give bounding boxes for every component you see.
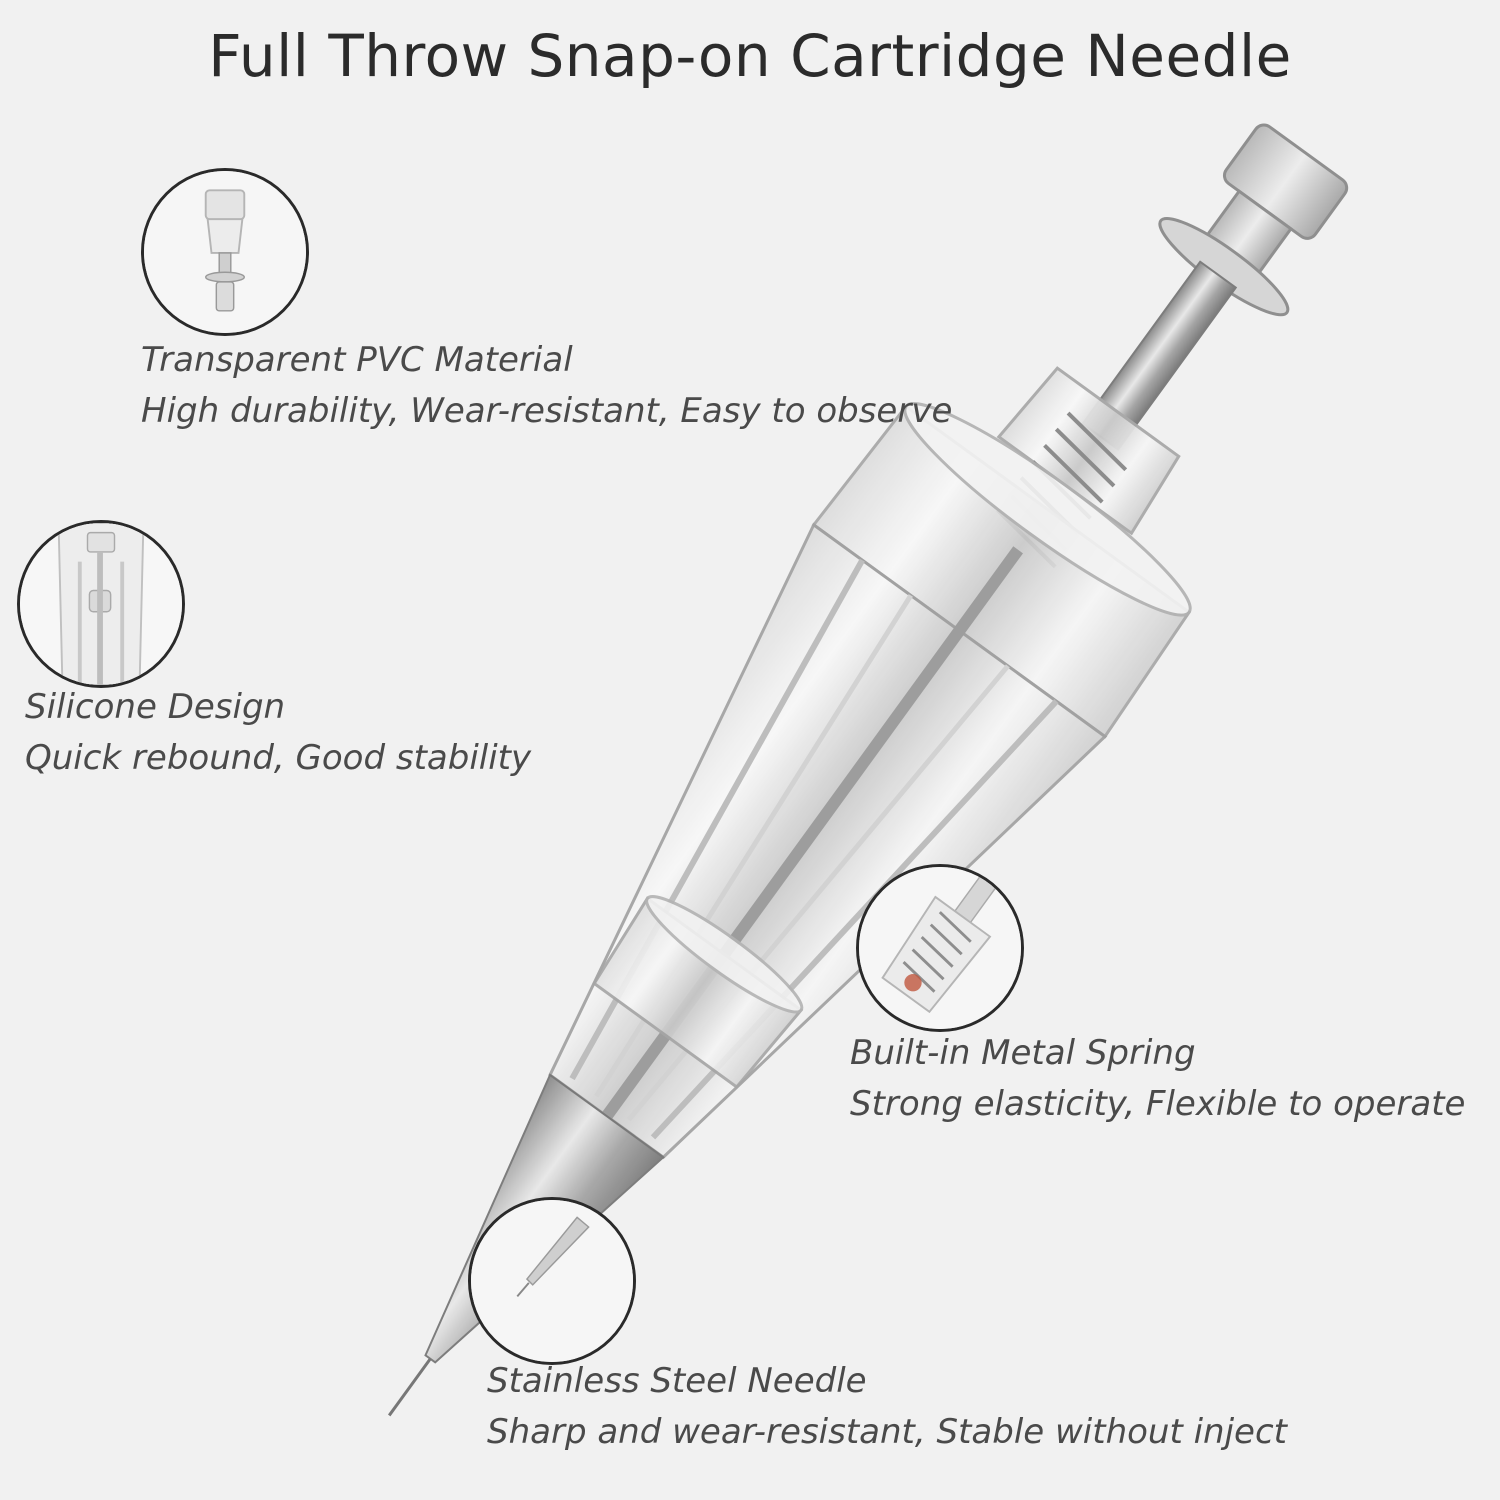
feature-heading: Stainless Steel Needle — [487, 1361, 867, 1401]
page-title: Full Throw Snap-on Cartridge Needle — [208, 22, 1292, 90]
feature-heading: Transparent PVC Material — [141, 340, 573, 380]
feature-pvc-material: Transparent PVC Material High durability… — [141, 335, 952, 437]
feature-description: High durability, Wear-resistant, Easy to… — [141, 391, 953, 431]
pvc-material-closeup-icon — [141, 168, 309, 336]
feature-description: Sharp and wear-resistant, Stable without… — [487, 1412, 1287, 1452]
feature-description: Strong elasticity, Flexible to operate — [850, 1084, 1466, 1124]
metal-spring-closeup-icon — [856, 864, 1024, 1032]
silicone-design-closeup-icon — [17, 520, 185, 688]
feature-metal-spring: Built-in Metal Spring Strong elasticity,… — [850, 1028, 1465, 1130]
feature-heading: Built-in Metal Spring — [850, 1033, 1196, 1073]
feature-silicone-design: Silicone Design Quick rebound, Good stab… — [25, 682, 531, 784]
feature-heading: Silicone Design — [25, 687, 286, 727]
feature-description: Quick rebound, Good stability — [25, 738, 532, 778]
cartridge-top-cap — [1158, 123, 1349, 317]
steel-needle-closeup-icon — [468, 1197, 636, 1365]
feature-steel-needle: Stainless Steel Needle Sharp and wear-re… — [487, 1356, 1287, 1458]
